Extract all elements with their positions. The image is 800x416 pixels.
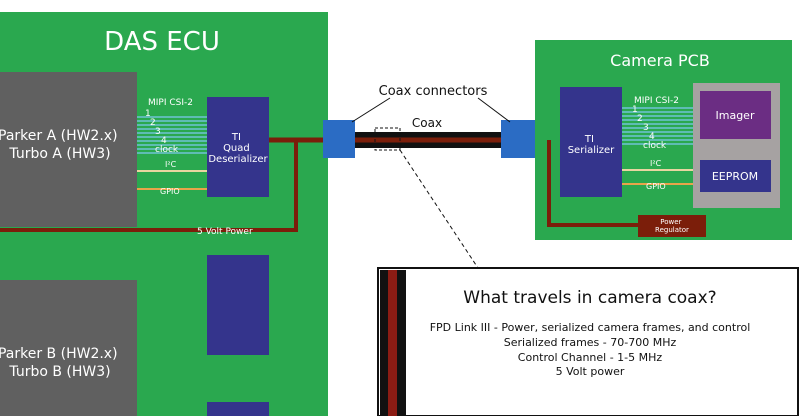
ecu-lane-2: 2 [150,118,156,128]
deserializer-b-chip [207,255,269,355]
das-ecu-title: DAS ECU [104,27,220,57]
ecu-i2c-label: I²C [165,160,177,169]
deserializer-c-chip [207,402,269,416]
ecu-power-trace [0,140,298,232]
zoom-pointer [399,149,479,269]
ecu-mipi-lanes [137,116,207,154]
camera-power-trace [547,140,638,227]
serializer-label: TI Serializer [568,134,615,156]
connector-pointer-right [477,97,511,123]
camera-lane-3: 3 [643,123,649,133]
callout-line-3: Control Channel - 1-5 MHz [518,351,663,364]
power-regulator-label: Power Regulator [655,218,689,234]
coax-connectors-label: Coax connectors [379,84,488,99]
callout-line-4: 5 Volt power [556,365,625,378]
ecu-lane-3: 3 [155,127,161,137]
imager-label: Imager [716,109,755,122]
ecu-lane-4: 4 [161,136,167,146]
imager-chip [700,91,771,139]
camera-i2c-label: I²C [650,159,662,168]
parker-a-label: Parker A (HW2.x) Turbo A (HW3) [0,128,122,162]
parker-a-chip [0,72,137,227]
ecu-lane-clock: clock [155,145,179,155]
ecu-gpio-label: GPIO [160,187,180,196]
camera-coax-connector [501,120,536,158]
camera-mipi-lanes [622,107,693,145]
callout-coax-black-2 [397,270,406,416]
callout-line-1: FPD Link III - Power, serialized camera … [430,321,751,334]
camera-lane-1: 1 [632,105,638,115]
camera-lane-clock: clock [643,141,667,151]
callout-title: What travels in camera coax? [463,288,716,308]
ecu-lane-1: 1 [145,109,151,119]
eeprom-chip [700,160,771,192]
coax-label: Coax [412,116,442,130]
deserializer-label: TI Quad Deserializer [208,132,268,165]
serializer-chip [560,87,622,197]
camera-lane-2: 2 [637,114,643,124]
camera-pcb-title: Camera PCB [610,51,710,70]
callout-panel [377,267,799,416]
camera-gpio-label: GPIO [646,182,666,191]
ecu-power-label: 5 Volt Power [197,227,253,237]
camera-mipi-label: MIPI CSI-2 [634,96,679,106]
camera-lane-4: 4 [649,132,655,142]
eeprom-label: EEPROM [712,170,758,183]
callout-coax-black-1 [380,270,388,416]
parker-b-chip [0,280,137,416]
callout-line-2: Serialized frames - 70-700 MHz [504,336,677,349]
ecu-mipi-label: MIPI CSI-2 [148,98,193,108]
parker-b-label: Parker B (HW2.x) Turbo B (HW3) [0,346,122,380]
coax-zoom-box [374,127,401,151]
connector-pointer-left [351,97,391,123]
ecu-coax-connector [323,120,355,158]
deserializer-chip [207,97,269,197]
power-regulator-chip [638,215,706,237]
callout-coax-red [388,270,397,416]
